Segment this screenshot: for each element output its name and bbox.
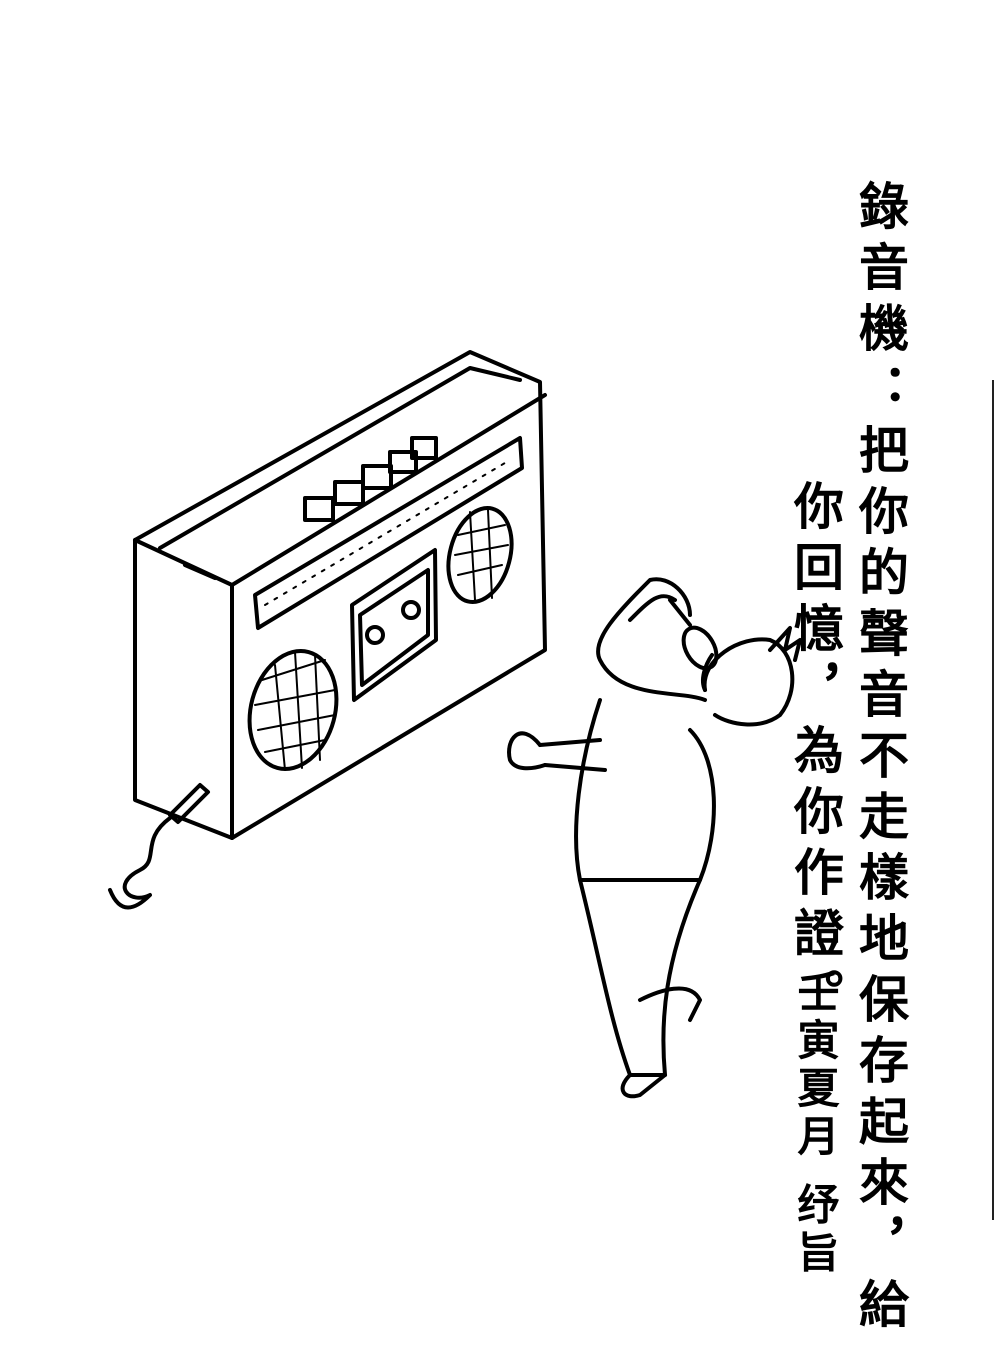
boombox-drawing	[108, 350, 547, 910]
caption-column-1: 錄音機：把你的聲音不走樣地保存起來，給	[851, 180, 910, 1339]
singer-drawing	[507, 577, 802, 1099]
page-edge-line	[992, 380, 994, 1220]
speaker-right	[446, 505, 514, 605]
caption-column-2: 你回憶，為你作證。	[786, 480, 845, 1029]
signature: 壬寅夏月 纾旨	[791, 970, 840, 1279]
buttons	[303, 436, 438, 522]
speaker-left	[247, 649, 339, 771]
